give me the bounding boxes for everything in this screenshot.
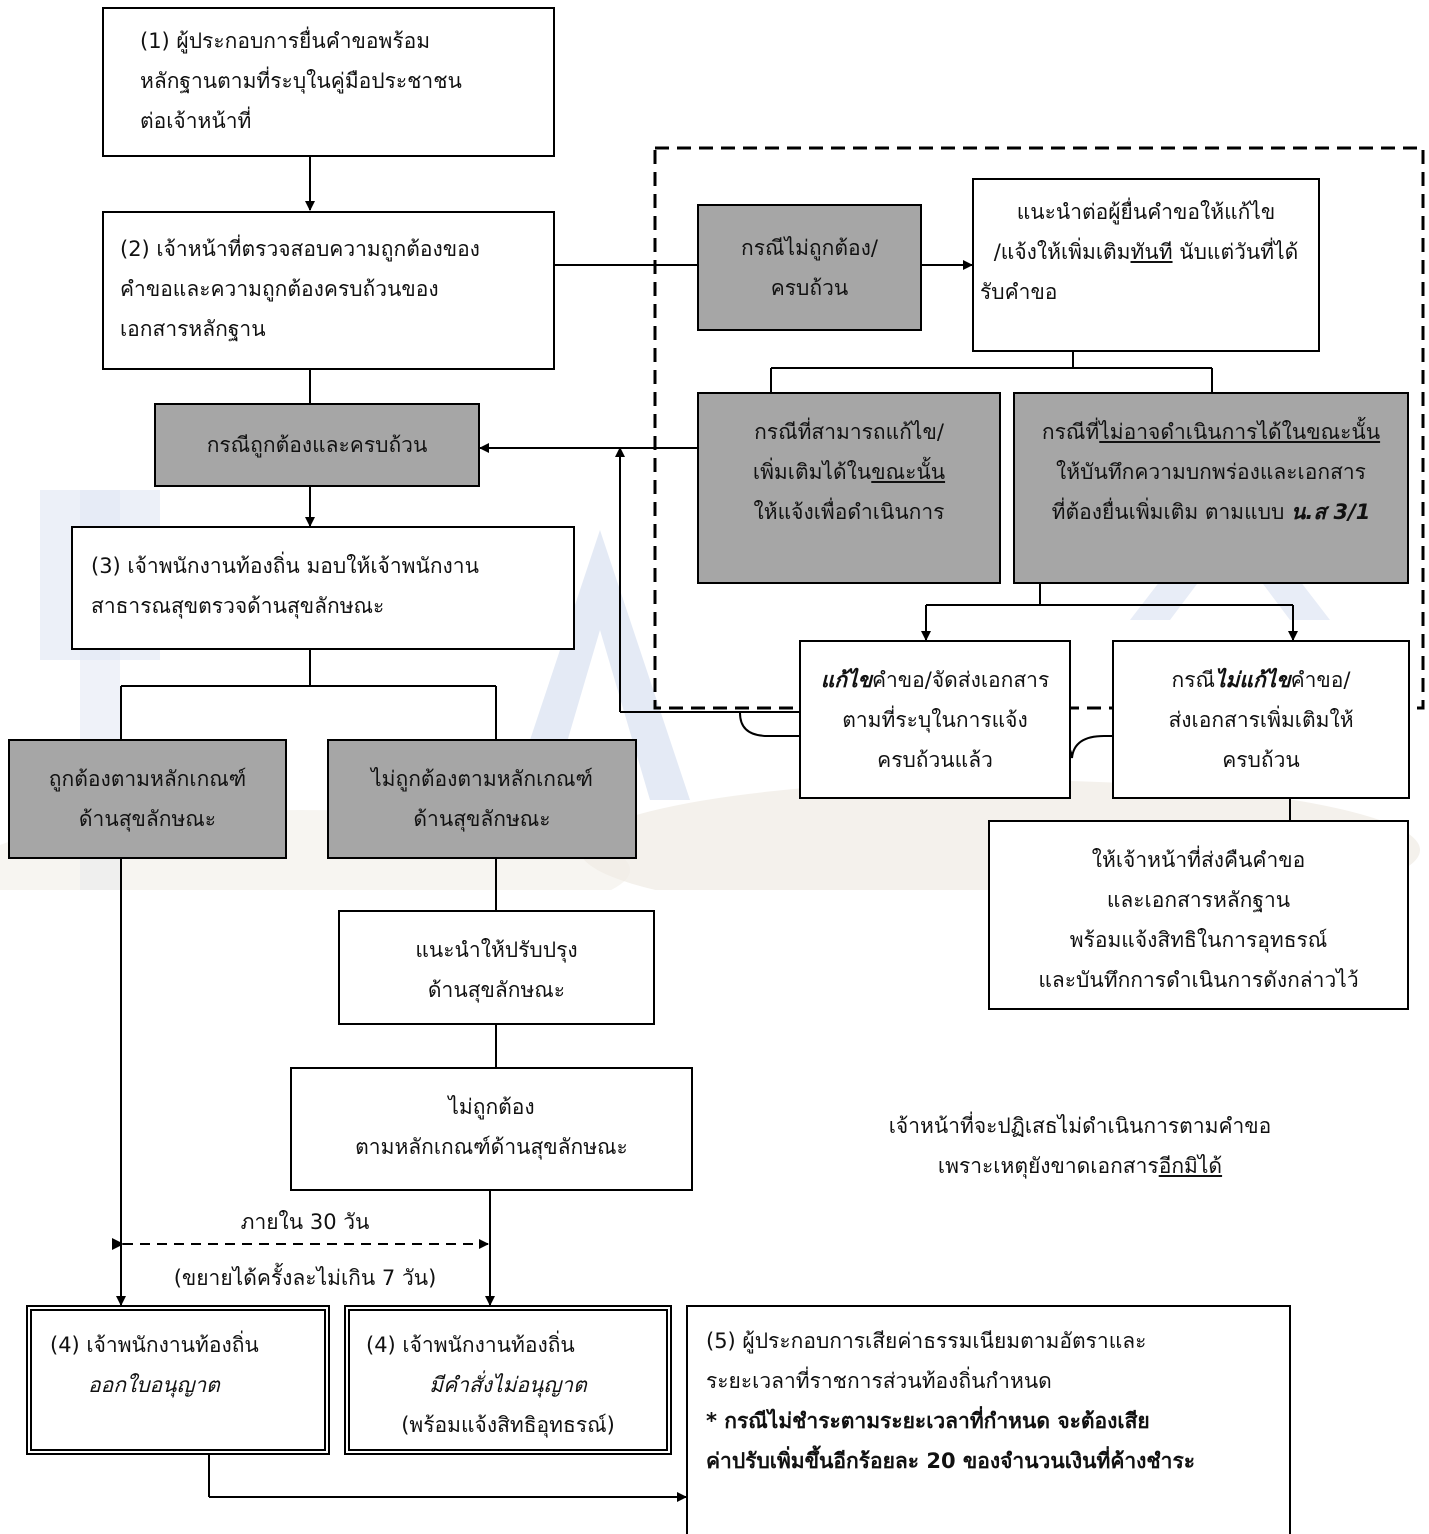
advise-line2: /แจ้งให้เพิ่มเติมทันที นับแต่วันที่ได้: [993, 240, 1299, 264]
deny-license-box: (4) เจ้าพนักงานท้องถิ่น มีคำสั่งไม่อนุญา…: [344, 1305, 672, 1455]
cannot-line2: ให้บันทึกความบกพร่องและเอกสาร: [1056, 460, 1366, 484]
issue-license-box: (4) เจ้าพนักงานท้องถิ่น ออกใบอนุญาต: [26, 1305, 330, 1455]
can-fix-line1: กรณีที่สามารถแก้ไข/: [754, 420, 944, 444]
return-documents-box: ให้เจ้าหน้าที่ส่งคืนคำขอ และเอกสารหลักฐา…: [988, 820, 1409, 1010]
fee-box: (5) ผู้ประกอบการเสียค่าธรรมเนียมตามอัตรา…: [686, 1305, 1291, 1534]
can-fix-line2: เพิ่มเติมได้ในขณะนั้น: [752, 460, 946, 484]
not-fixed-line1: กรณีไม่แก้ไขคำขอ/: [1171, 668, 1351, 692]
incorrect-incomplete-box: กรณีไม่ถูกต้อง/ ครบถ้วน: [697, 204, 922, 331]
extend-7-days-label: (ขยายได้ครั้งละไม่เกิน 7 วัน): [173, 1266, 437, 1290]
fee-line1: (5) ผู้ประกอบการเสียค่าธรรมเนียมตามอัตรา…: [706, 1329, 1147, 1353]
cannot-line1: กรณีที่ไม่อาจดำเนินการได้ในขณะนั้น: [1041, 420, 1381, 444]
step1-line3: ต่อเจ้าหน้าที่: [140, 109, 252, 133]
step2-line1: (2) เจ้าหน้าที่ตรวจสอบความถูกต้องของ: [120, 237, 480, 261]
not-fixed-box: กรณีไม่แก้ไขคำขอ/ ส่งเอกสารเพิ่มเติมให้ …: [1112, 640, 1410, 799]
advise-line3: รับคำขอ: [980, 280, 1058, 304]
hygiene-ok-line1: ถูกต้องตามหลักเกณฑ์: [48, 767, 247, 791]
improve-line2: ด้านสุขลักษณะ: [427, 978, 566, 1002]
reject-note: เจ้าหน้าที่จะปฏิเสธไม่ดำเนินการตามคำขอ เ…: [780, 1106, 1380, 1186]
step3-line2: สาธารณสุขตรวจด้านสุขลักษณะ: [91, 594, 385, 618]
fixed-box: แก้ไขคำขอ/จัดส่งเอกสาร ตามที่ระบุในการแจ…: [799, 640, 1071, 799]
step2-line2: คำขอและความถูกต้องครบถ้วนของ: [120, 277, 439, 301]
return-line1: ให้เจ้าหน้าที่ส่งคืนคำขอ: [1091, 848, 1306, 872]
reject-line2: เพราะเหตุยังขาดเอกสารอีกมิได้: [937, 1154, 1223, 1178]
step1-line1: (1) ผู้ประกอบการยื่นคำขอพร้อม: [140, 29, 431, 53]
return-line2: และเอกสารหลักฐาน: [1106, 888, 1291, 912]
not-fixed-line3: ครบถ้วน: [1222, 748, 1300, 772]
correct-complete-box: กรณีถูกต้องและครบถ้วน: [154, 403, 480, 487]
fee-line4: ค่าปรับเพิ่มขึ้นอีกร้อยละ 20 ของจำนวนเงิ…: [706, 1449, 1196, 1473]
can-fix-line3: ให้แจ้งเพื่อดำเนินการ: [753, 500, 945, 524]
return-line3: พร้อมแจ้งสิทธิในการอุทธรณ์: [1069, 928, 1328, 952]
not-fixed-line2: ส่งเอกสารเพิ่มเติมให้: [1168, 708, 1354, 732]
incorrect-hygiene-box: ไม่ถูกต้อง ตามหลักเกณฑ์ด้านสุขลักษณะ: [290, 1067, 693, 1191]
step1-box: (1) ผู้ประกอบการยื่นคำขอพร้อม หลักฐานตาม…: [102, 7, 555, 157]
hygiene-ok-box: ถูกต้องตามหลักเกณฑ์ ด้านสุขลักษณะ: [8, 739, 287, 859]
fixed-line2: ตามที่ระบุในการแจ้ง: [842, 708, 1028, 732]
hygiene-bad-box: ไม่ถูกต้องตามหลักเกณฑ์ ด้านสุขลักษณะ: [327, 739, 637, 859]
can-fix-box: กรณีที่สามารถแก้ไข/ เพิ่มเติมได้ในขณะนั้…: [697, 392, 1001, 584]
step3-line1: (3) เจ้าพนักงานท้องถิ่น มอบให้เจ้าพนักงา…: [91, 554, 479, 578]
issue-line1: (4) เจ้าพนักงานท้องถิ่น: [50, 1333, 259, 1357]
hygiene-bad-line1: ไม่ถูกต้องตามหลักเกณฑ์: [371, 767, 593, 791]
hygiene-ok-line2: ด้านสุขลักษณะ: [78, 807, 217, 831]
incorrect-hygiene-line2: ตามหลักเกณฑ์ด้านสุขลักษณะ: [355, 1135, 628, 1159]
hygiene-bad-line2: ด้านสุขลักษณะ: [413, 807, 551, 831]
cannot-proceed-box: กรณีที่ไม่อาจดำเนินการได้ในขณะนั้น ให้บั…: [1013, 392, 1409, 584]
reject-line1: เจ้าหน้าที่จะปฏิเสธไม่ดำเนินการตามคำขอ: [888, 1114, 1272, 1138]
return-line4: และบันทึกการดำเนินการดังกล่าวไว้: [1038, 968, 1359, 992]
issue-line2: ออกใบอนุญาต: [88, 1373, 220, 1397]
step3-box: (3) เจ้าพนักงานท้องถิ่น มอบให้เจ้าพนักงา…: [71, 526, 575, 650]
deny-line3: (พร้อมแจ้งสิทธิอุทธรณ์): [401, 1413, 615, 1437]
cannot-line3: ที่ต้องยื่นเพิ่มเติม ตามแบบ น.ส 3/1: [1051, 500, 1371, 524]
step2-line3: เอกสารหลักฐาน: [120, 317, 266, 341]
incorrect-line2: ครบถ้วน: [770, 276, 849, 300]
improve-hygiene-box: แนะนำให้ปรับปรุง ด้านสุขลักษณะ: [338, 910, 655, 1025]
deny-line2: มีคำสั่งไม่อนุญาต: [429, 1373, 587, 1397]
deny-line1: (4) เจ้าพนักงานท้องถิ่น: [366, 1333, 575, 1357]
incorrect-hygiene-line1: ไม่ถูกต้อง: [448, 1095, 535, 1119]
advise-applicant-box: แนะนำต่อผู้ยื่นคำขอให้แก้ไข /แจ้งให้เพิ่…: [972, 178, 1320, 352]
step1-line2: หลักฐานตามที่ระบุในคู่มือประชาชน: [140, 69, 462, 93]
improve-line1: แนะนำให้ปรับปรุง: [415, 938, 578, 962]
fixed-line3: ครบถ้วนแล้ว: [877, 748, 993, 772]
fixed-line1: แก้ไขคำขอ/จัดส่งเอกสาร: [820, 668, 1050, 692]
fee-line3: * กรณีไม่ชำระตามระยะเวลาที่กำหนด จะต้องเ…: [706, 1409, 1150, 1433]
incorrect-line1: กรณีไม่ถูกต้อง/: [741, 236, 878, 260]
correct-label: กรณีถูกต้องและครบถ้วน: [206, 433, 428, 457]
fee-line2: ระยะเวลาที่ราชการส่วนท้องถิ่นกำหนด: [706, 1369, 1052, 1393]
step2-box: (2) เจ้าหน้าที่ตรวจสอบความถูกต้องของ คำข…: [102, 211, 555, 370]
advise-line1: แนะนำต่อผู้ยื่นคำขอให้แก้ไข: [1016, 200, 1276, 224]
within-30-days-label: ภายใน 30 วัน: [240, 1210, 370, 1234]
